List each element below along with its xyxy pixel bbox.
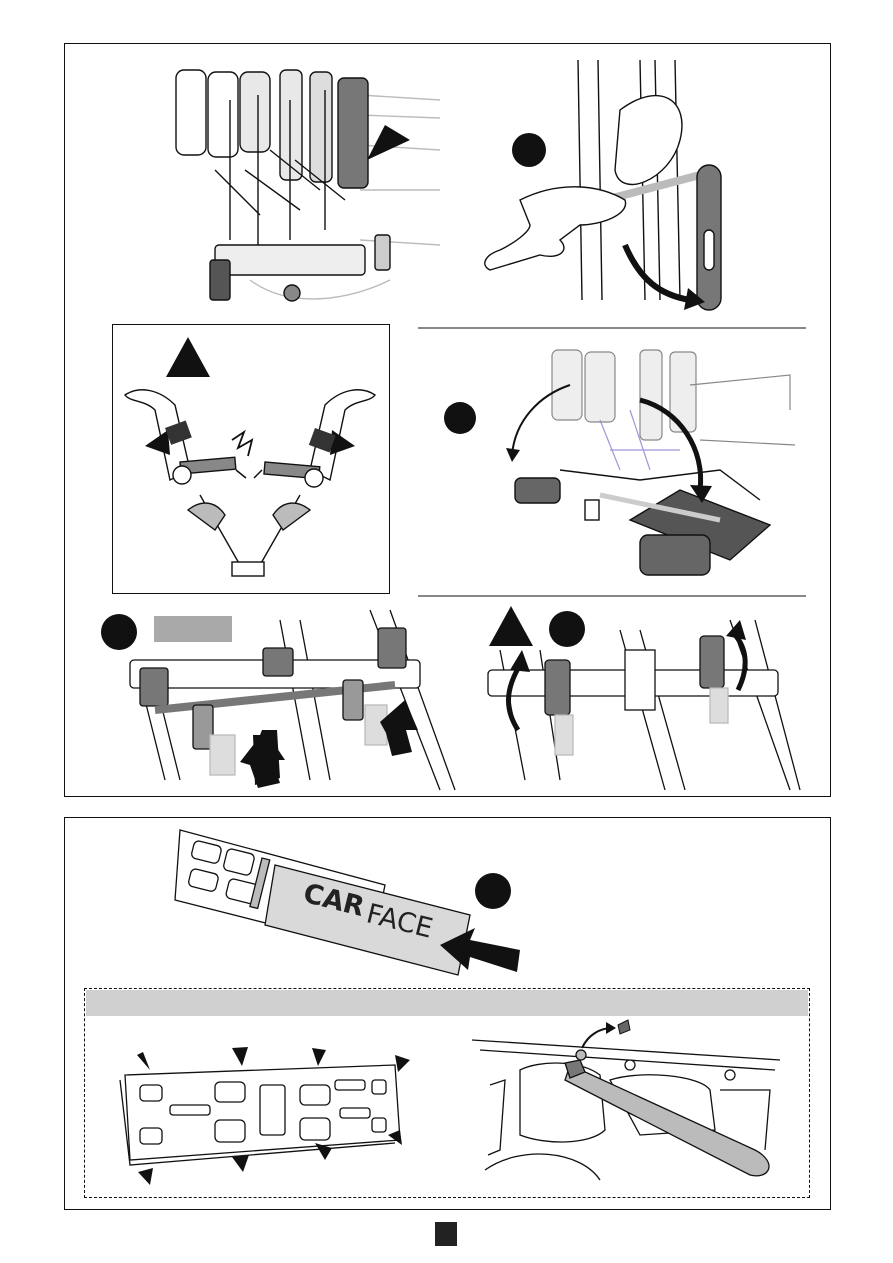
page-number-badge bbox=[435, 1222, 457, 1246]
